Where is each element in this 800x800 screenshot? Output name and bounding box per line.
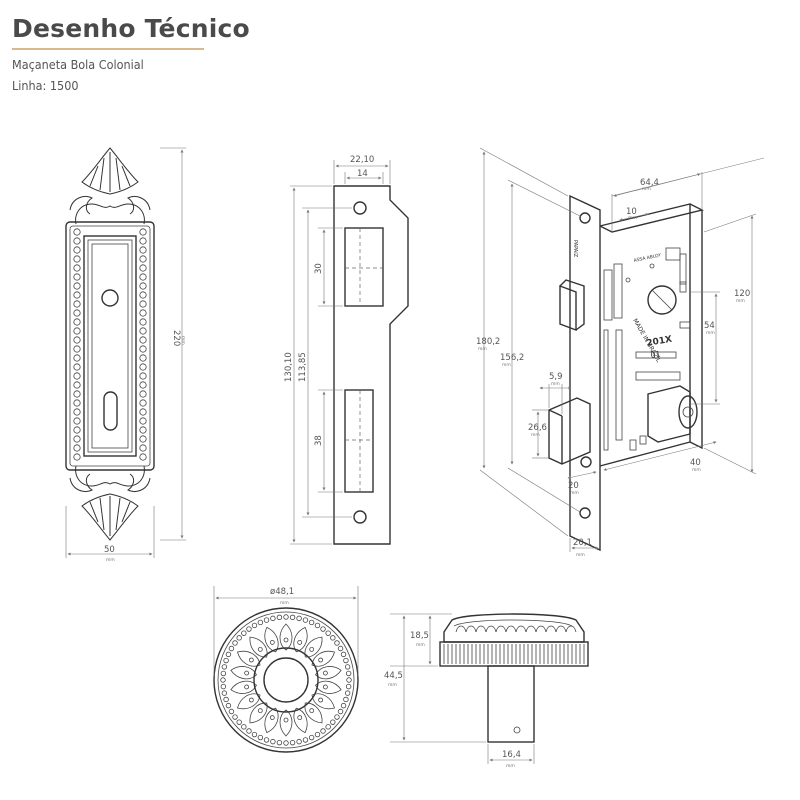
lock-brand-mark: ASSA ABLOY: [633, 252, 662, 264]
dim-plate-width: 50: [104, 545, 115, 555]
strike-plate: 22,10 14 130,10 113,85 30 38: [284, 155, 409, 545]
unit-mm: mm: [388, 683, 397, 688]
title-underline: [12, 48, 204, 50]
spindle-hole: [101, 289, 119, 307]
unit-mm: mm: [706, 331, 715, 336]
unit-mm: mm: [692, 468, 701, 473]
dim-lock-201: 20,1: [573, 538, 592, 548]
unit-mm: mm: [502, 363, 511, 368]
unit-mm: mm: [570, 491, 579, 496]
mortise-lock: MADE IN BRAZIL 201X 01 PAPAIZ ASSA ABLOY…: [476, 147, 765, 558]
dim-lock-156: 156,2: [500, 353, 524, 363]
dim-strike-30: 30: [314, 263, 324, 274]
rosette-bead-ring: [220, 614, 352, 746]
unit-mm: mm: [478, 347, 487, 352]
unit-mm: mm: [628, 216, 637, 221]
dim-lock-height: 180,2: [476, 337, 500, 347]
rosette-side-ribs: [443, 644, 585, 664]
dim-rosette-shaft: 16,4: [502, 750, 521, 760]
unit-mm: mm: [551, 382, 560, 387]
unit-mm: mm: [280, 601, 289, 606]
lock-model: 201X: [646, 335, 673, 349]
dim-strike-130: 130,10: [284, 352, 294, 382]
dim-lock-20: 20: [568, 481, 579, 491]
unit-mm: mm: [736, 299, 745, 304]
bottom-fan-ornament: [69, 465, 151, 541]
dim-lock-top: 10: [626, 207, 637, 217]
unit-mm: mm: [576, 553, 585, 558]
dim-lock-266: 26,6: [528, 423, 547, 433]
key-slot: [103, 391, 118, 431]
dim-lock-width: 64,4: [640, 178, 659, 188]
page-title: Desenho Técnico: [12, 14, 250, 43]
rosette-side-crest: [455, 625, 577, 633]
dim-strike-inner: 14: [357, 169, 368, 179]
dim-strike-38: 38: [314, 435, 324, 446]
plate-bead-border: [73, 228, 147, 461]
dim-rosette-h: 18,5: [410, 631, 429, 641]
unit-mm: mm: [416, 643, 425, 648]
lock-code: 01: [650, 349, 662, 360]
dim-lock-120: 120: [734, 289, 750, 299]
dim-lock-54: 54: [704, 321, 715, 331]
dim-rosette-total: 44,5: [384, 671, 403, 681]
rosette-side: 18,5 mm 44,5 mm 16,4 mm: [384, 613, 589, 769]
unit-mm: mm: [642, 187, 651, 192]
unit-mm: mm: [106, 558, 115, 563]
rosette-petal-ring: [230, 623, 342, 737]
lock-brand-top: PAPAIZ: [572, 240, 578, 258]
escutcheon-plate: 220 mm 50 mm: [65, 147, 186, 563]
top-fan-ornament: [69, 147, 151, 225]
unit-mm: mm: [506, 764, 515, 769]
dim-lock-40: 40: [690, 458, 701, 468]
dim-rosette-dia: ø48,1: [270, 587, 294, 597]
unit-mm: mm: [180, 336, 185, 345]
product-line: Linha: 1500: [12, 78, 79, 93]
dim-lock-59: 5,9: [549, 372, 563, 382]
dim-strike-113: 113,85: [298, 352, 308, 382]
product-name: Maçaneta Bola Colonial: [12, 57, 144, 72]
rosette-front: ø48,1 mm: [213, 586, 359, 753]
unit-mm: mm: [531, 433, 540, 438]
dim-strike-width: 22,10: [350, 155, 374, 165]
dim-plate-height: 220: [171, 330, 181, 346]
